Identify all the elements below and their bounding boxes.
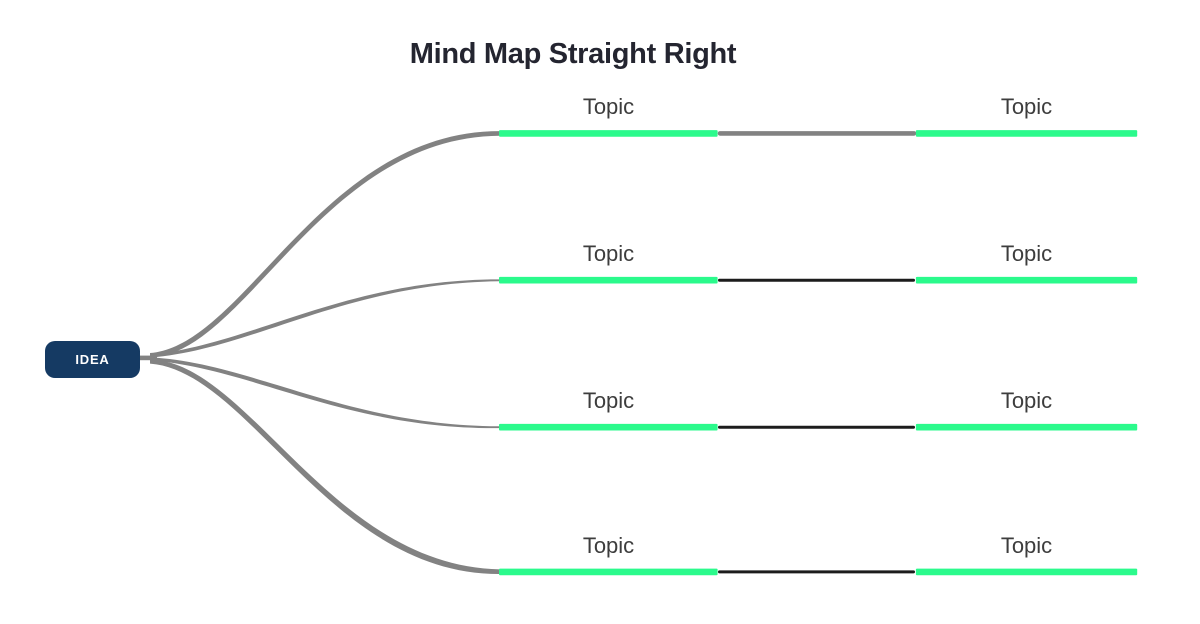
root-stub-line bbox=[137, 355, 157, 361]
topic-label-3-left[interactable]: Topic bbox=[582, 388, 635, 413]
topic-bar-4-right[interactable] bbox=[915, 568, 1138, 576]
branch-curve-4 bbox=[150, 359, 500, 575]
topic-bar-2-right[interactable] bbox=[915, 276, 1138, 284]
root-node-label: IDEA bbox=[75, 352, 110, 367]
topic-bar-1-right[interactable] bbox=[915, 130, 1138, 137]
topic-label-2-right[interactable]: Topic bbox=[1000, 241, 1053, 266]
topic-label-4-left[interactable]: Topic bbox=[582, 533, 635, 558]
branch-curve-2 bbox=[150, 279, 499, 358]
topic-bar-3-right[interactable] bbox=[915, 423, 1138, 431]
topic-bar-3-left[interactable] bbox=[499, 423, 718, 431]
root-node-idea[interactable]: IDEA bbox=[45, 341, 140, 378]
topic-bar-2-left[interactable] bbox=[499, 276, 718, 284]
topic-label-1-right[interactable]: Topic bbox=[1000, 94, 1053, 119]
topic-label-2-left[interactable]: Topic bbox=[582, 241, 635, 266]
branch-curve-3 bbox=[150, 357, 499, 429]
branch-curve-1 bbox=[150, 131, 500, 358]
topic-label-1-left[interactable]: Topic bbox=[582, 94, 635, 119]
topic-bar-4-left[interactable] bbox=[499, 568, 718, 576]
topic-label-3-right[interactable]: Topic bbox=[1000, 388, 1053, 413]
topic-bar-1-left[interactable] bbox=[499, 130, 718, 137]
topic-label-4-right[interactable]: Topic bbox=[1000, 533, 1053, 558]
diagram-title: Mind Map Straight Right bbox=[409, 38, 737, 70]
